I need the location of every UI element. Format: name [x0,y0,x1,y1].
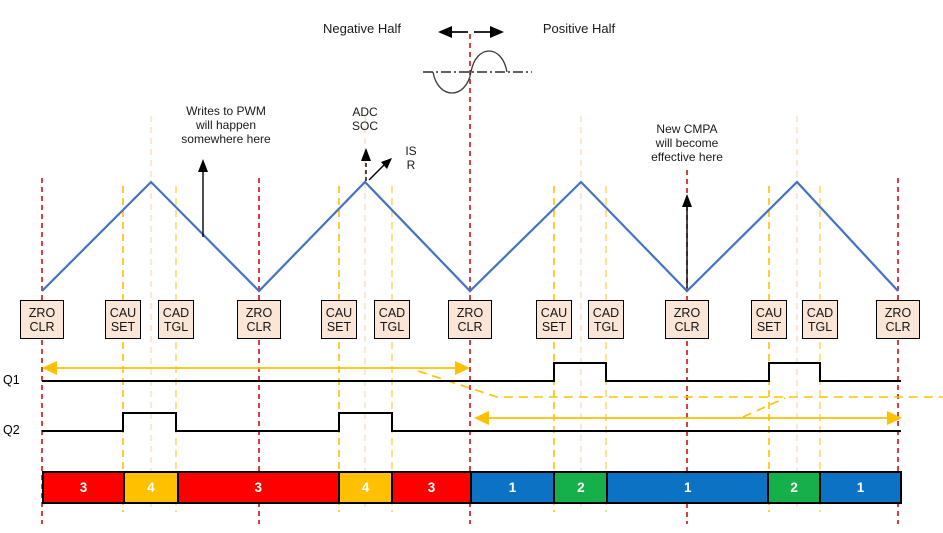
isr-arrow [368,158,392,181]
event-box-cau-set: CAU SET [751,300,787,339]
event-box-zro-clr: ZRO CLR [665,300,709,339]
isr-note: IS R [405,144,417,173]
writes-to-pwm-note: Writes to PWM will happen somewhere here [181,104,271,147]
state-segment: 1 [818,473,900,502]
new-cmpa-note: New CMPA will become effective here [651,122,723,165]
q2-waveform [42,412,901,432]
positive-half-span-arrow [474,411,902,425]
cad-guides [175,186,821,512]
event-box-zro-clr: ZRO CLR [876,300,920,339]
event-box-cad-tgl: CAD TGL [374,300,410,339]
state-sequence-bar: 3 4 3 4 3 1 2 1 2 1 [42,471,902,504]
event-box-zro-clr: ZRO CLR [20,300,64,339]
handoff-dashed-line [417,370,943,418]
event-box-zro-clr: ZRO CLR [448,300,492,339]
q1-label: Q1 [3,373,20,387]
writes-to-pwm-arrow [198,159,208,237]
state-segment: 3 [44,473,124,502]
negative-half-label: Negative Half [322,21,402,36]
negative-half-span-arrow [42,361,470,375]
sine-halves-symbol [423,50,532,94]
state-segment: 3 [391,473,470,502]
new-cmpa-arrow [682,194,692,288]
adc-soc-note: ADC SOC [351,105,379,134]
state-segment: 4 [123,473,177,502]
state-segment: 4 [337,473,392,502]
positive-half-label: Positive Half [542,21,616,36]
event-box-cad-tgl: CAD TGL [158,300,194,339]
q1-waveform [42,362,901,382]
state-segment: 1 [469,473,554,502]
event-box-cau-set: CAU SET [536,300,572,339]
cau-guides [122,186,770,512]
event-box-cau-set: CAU SET [105,300,141,339]
positive-direction-arrow [474,26,504,38]
negative-direction-arrow [438,26,468,38]
event-box-cad-tgl: CAD TGL [588,300,624,339]
state-segment: 2 [767,473,819,502]
event-box-zro-clr: ZRO CLR [237,300,281,339]
state-segment: 3 [176,473,338,502]
adc-soc-arrow [361,148,371,181]
state-segment: 2 [553,473,607,502]
event-box-cau-set: CAU SET [321,300,357,339]
carrier-triangle-wave [41,180,899,293]
state-segment: 1 [606,473,768,502]
q2-label: Q2 [3,423,20,437]
event-box-cad-tgl: CAD TGL [802,300,838,339]
